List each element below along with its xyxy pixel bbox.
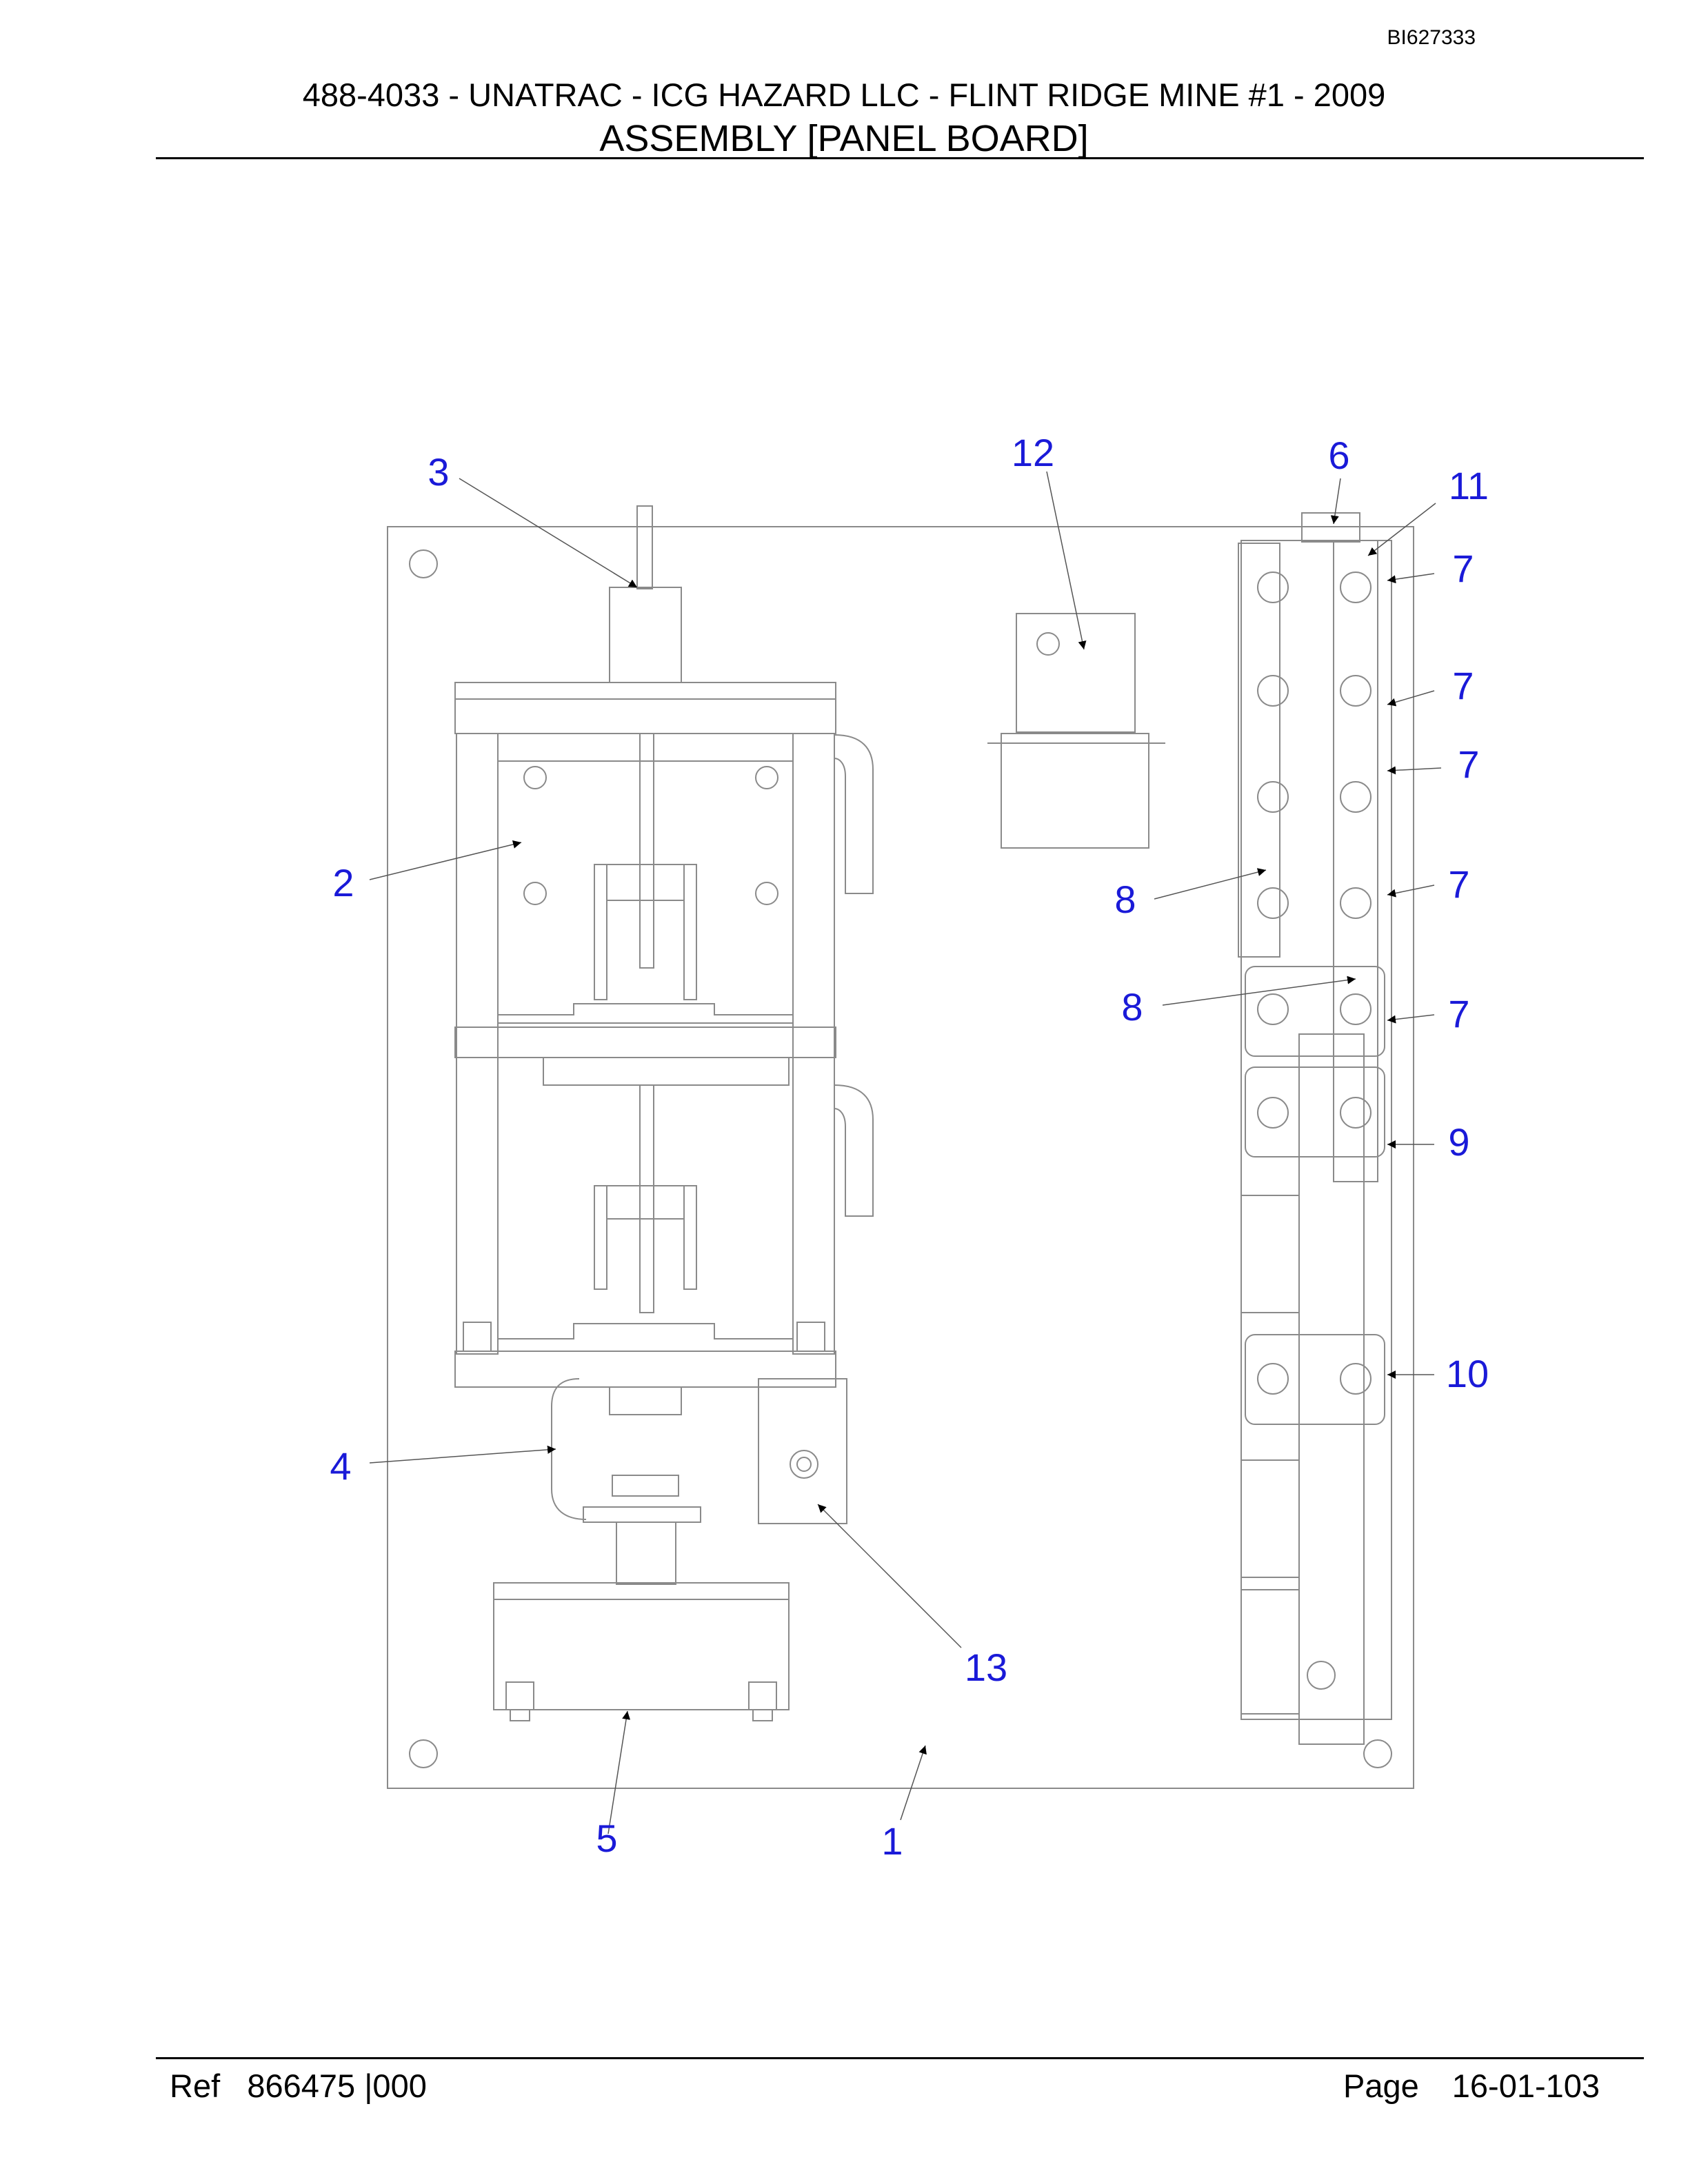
callout-2: 2	[332, 861, 354, 904]
document-id: BI627333	[1387, 26, 1476, 49]
header-rule	[156, 157, 1644, 159]
footer-page: Page 16-01-103	[1343, 2067, 1644, 2105]
callout-7: 7	[1452, 547, 1474, 590]
footer-ref: Ref 866475 |000	[170, 2067, 427, 2105]
callout-7: 7	[1448, 992, 1469, 1035]
mounting-hole	[409, 1739, 438, 1768]
ref-value: 866475 |000	[247, 2067, 427, 2104]
callout-12: 12	[1012, 431, 1054, 474]
callout-6: 6	[1328, 434, 1349, 477]
callout-7: 7	[1448, 862, 1469, 906]
callout-8: 8	[1121, 985, 1143, 1029]
callout-5: 5	[596, 1817, 617, 1860]
mounting-hole	[409, 549, 438, 578]
callout-7: 7	[1458, 742, 1479, 786]
callout-4: 4	[330, 1444, 351, 1488]
page-subtitle: ASSEMBLY [PANEL BOARD]	[599, 118, 1089, 159]
terminal-nuts	[1257, 572, 1372, 1690]
page-title: 488-4033 - UNATRAC - ICG HAZARD LLC - FL…	[302, 77, 1386, 113]
page-label: Page	[1343, 2067, 1419, 2104]
callout-7: 7	[1452, 664, 1474, 707]
ref-label: Ref	[170, 2067, 221, 2104]
callout-11: 11	[1449, 464, 1489, 507]
callout-10: 10	[1446, 1352, 1489, 1395]
callout-9: 9	[1448, 1120, 1469, 1164]
callout-3: 3	[428, 450, 449, 494]
footer-rule	[156, 2057, 1644, 2059]
callout-1: 1	[881, 1819, 903, 1863]
base-plate	[387, 526, 1414, 1789]
callout-13: 13	[965, 1646, 1007, 1689]
callout-8: 8	[1114, 878, 1136, 921]
mounting-hole	[1363, 1739, 1392, 1768]
page-value: 16-01-103	[1451, 2067, 1600, 2104]
